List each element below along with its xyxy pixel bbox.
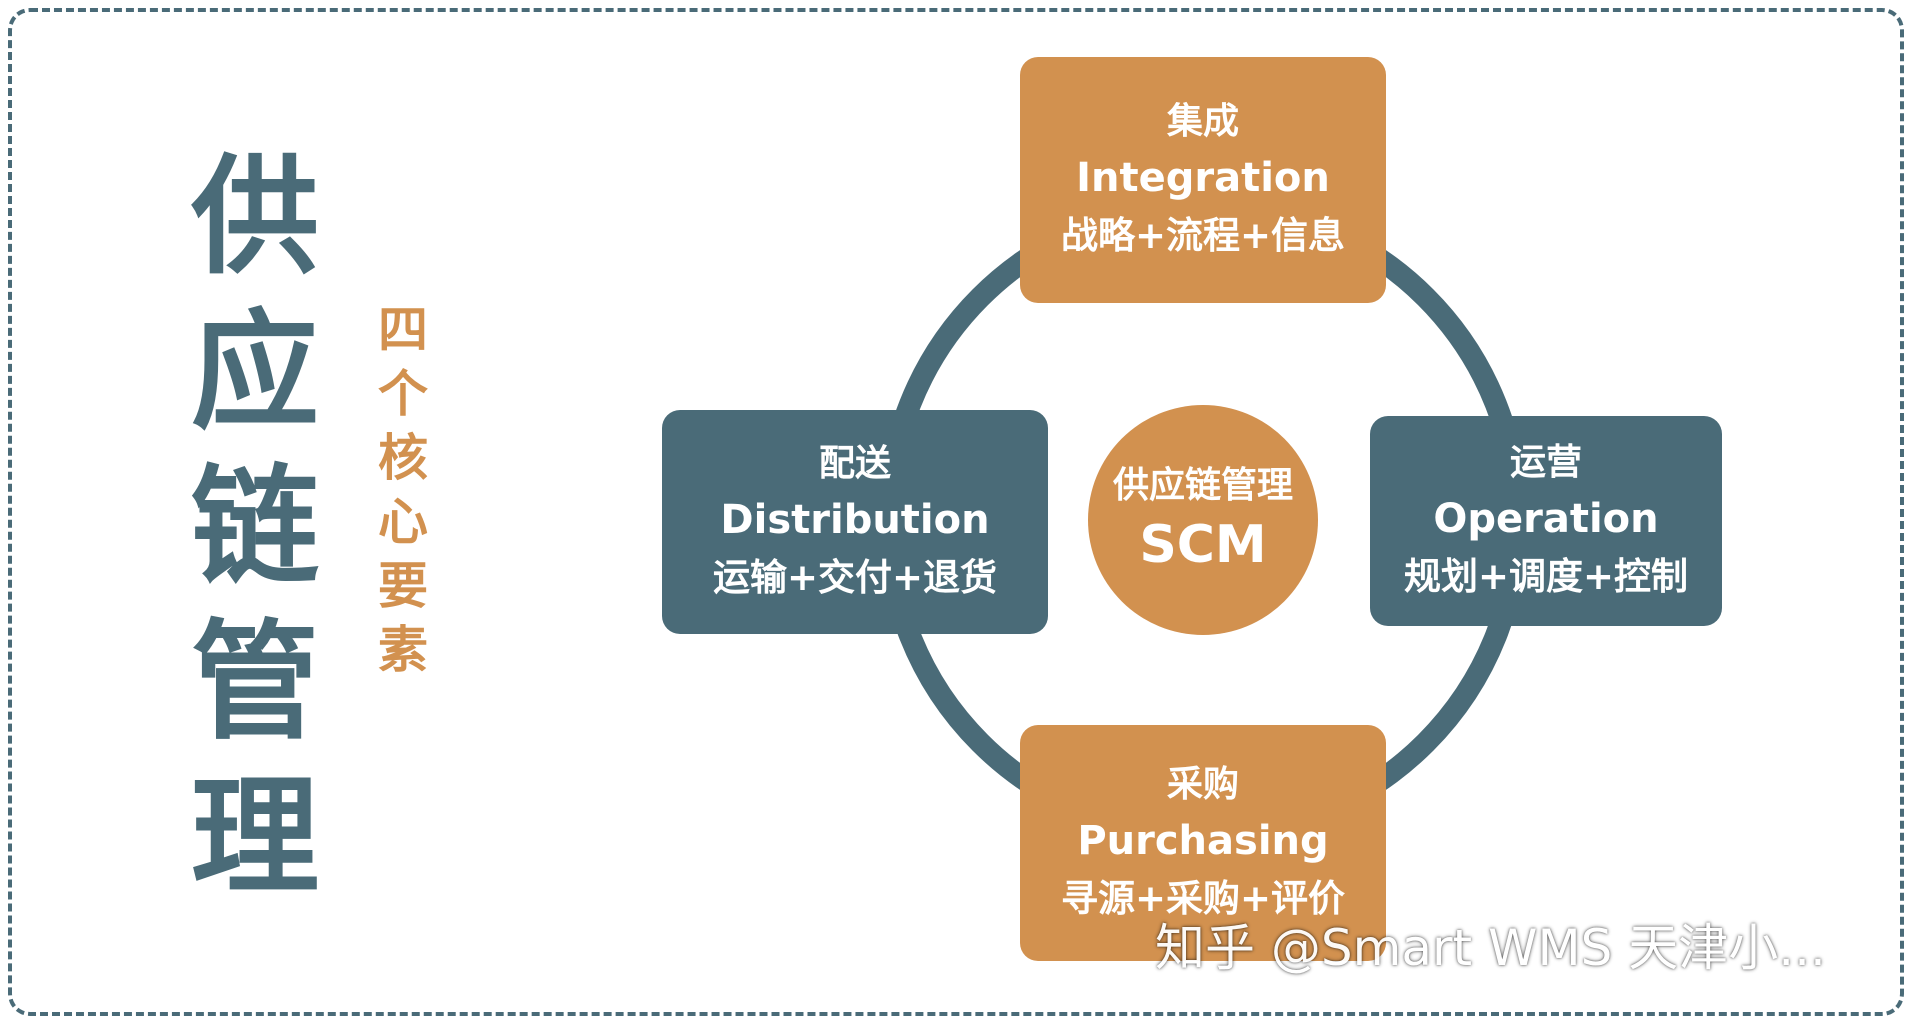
node-distribution-zh: 配送 [818, 443, 891, 484]
title-char: 管 [190, 608, 319, 757]
node-operation: 运营 Operation 规划+调度+控制 [1370, 416, 1722, 626]
center-label-zh: 供应链管理 [1112, 465, 1293, 506]
node-integration-zh: 集成 [1166, 101, 1239, 142]
subtitle-char: 四 [378, 301, 428, 359]
dashed-frame [8, 8, 1904, 1016]
subtitle-char: 核 [378, 429, 428, 487]
title-char: 供 [190, 143, 319, 292]
node-integration: 集成 Integration 战略+流程+信息 [1020, 57, 1386, 303]
node-purchasing-en: Purchasing [1077, 818, 1329, 864]
node-purchasing-zh: 采购 [1166, 764, 1239, 805]
node-integration-sub: 战略+流程+信息 [1060, 214, 1345, 257]
subtitle-char: 素 [378, 621, 428, 679]
node-integration-en: Integration [1076, 155, 1330, 201]
watermark: 知乎 @Smart WMS 天津小... [1155, 919, 1826, 977]
title-char: 理 [190, 763, 319, 912]
node-operation-zh: 运营 [1509, 442, 1582, 483]
node-distribution: 配送 Distribution 运输+交付+退货 [662, 410, 1048, 634]
center-label-en: SCM [1139, 515, 1267, 575]
node-operation-en: Operation [1433, 496, 1659, 542]
subtitle-char: 个 [378, 365, 428, 423]
title-char: 链 [190, 453, 319, 602]
node-operation-sub: 规划+调度+控制 [1403, 555, 1688, 598]
subtitle-char: 心 [378, 493, 428, 551]
subtitle-char: 要 [378, 557, 428, 615]
node-distribution-sub: 运输+交付+退货 [712, 556, 997, 599]
vertical-subtitle: 四 个 核 心 要 素 [368, 298, 438, 682]
center-hub: 供应链管理 SCM [1088, 405, 1318, 635]
node-purchasing: 采购 Purchasing 寻源+采购+评价 [1020, 725, 1386, 961]
vertical-title: 供 应 链 管 理 [180, 140, 330, 915]
title-char: 应 [190, 298, 319, 447]
node-distribution-en: Distribution [720, 497, 990, 543]
node-purchasing-sub: 寻源+采购+评价 [1060, 877, 1345, 920]
